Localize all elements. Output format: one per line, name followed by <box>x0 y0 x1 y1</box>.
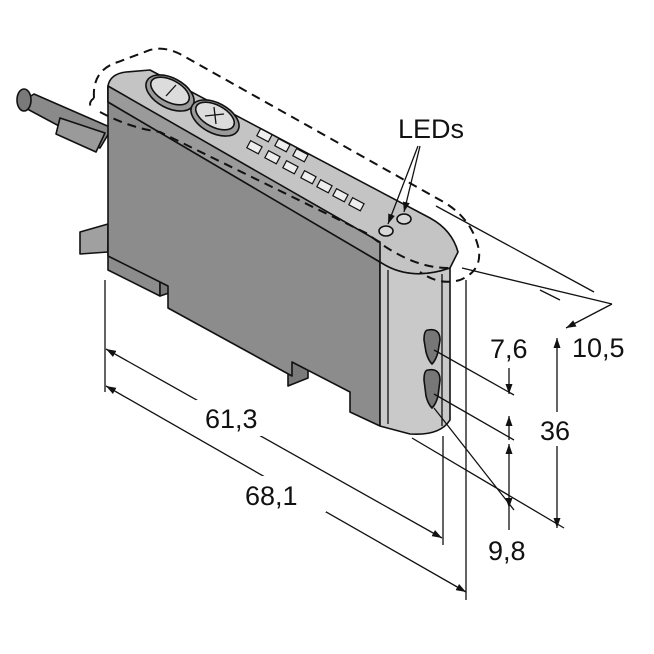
teach-button-plus <box>190 99 240 137</box>
dim-10-5-label: 10,5 <box>572 333 625 363</box>
cable <box>16 88 113 153</box>
dim-61-3-label: 61,3 <box>205 404 258 434</box>
dimension-pitch-top: 7,6 <box>490 334 528 440</box>
cover-outline-dashed <box>92 47 481 283</box>
dim-68-1-label: 68,1 <box>245 481 298 511</box>
display-segments <box>246 127 365 212</box>
dimension-height: 36 <box>536 338 580 528</box>
dimension-pitch-bottom: 9,8 <box>488 444 526 566</box>
teach-button-minus <box>145 74 195 112</box>
leds-label: LEDs <box>398 114 464 144</box>
dimension-length-outer: 68,1 <box>105 385 467 593</box>
dimension-width: 10,5 <box>539 289 625 363</box>
front-face <box>379 261 451 436</box>
led-indicators <box>378 213 412 237</box>
dim-9-8-label: 9,8 <box>488 536 526 566</box>
dim-36-label: 36 <box>540 416 570 446</box>
dim-7-6-label: 7,6 <box>490 334 528 364</box>
